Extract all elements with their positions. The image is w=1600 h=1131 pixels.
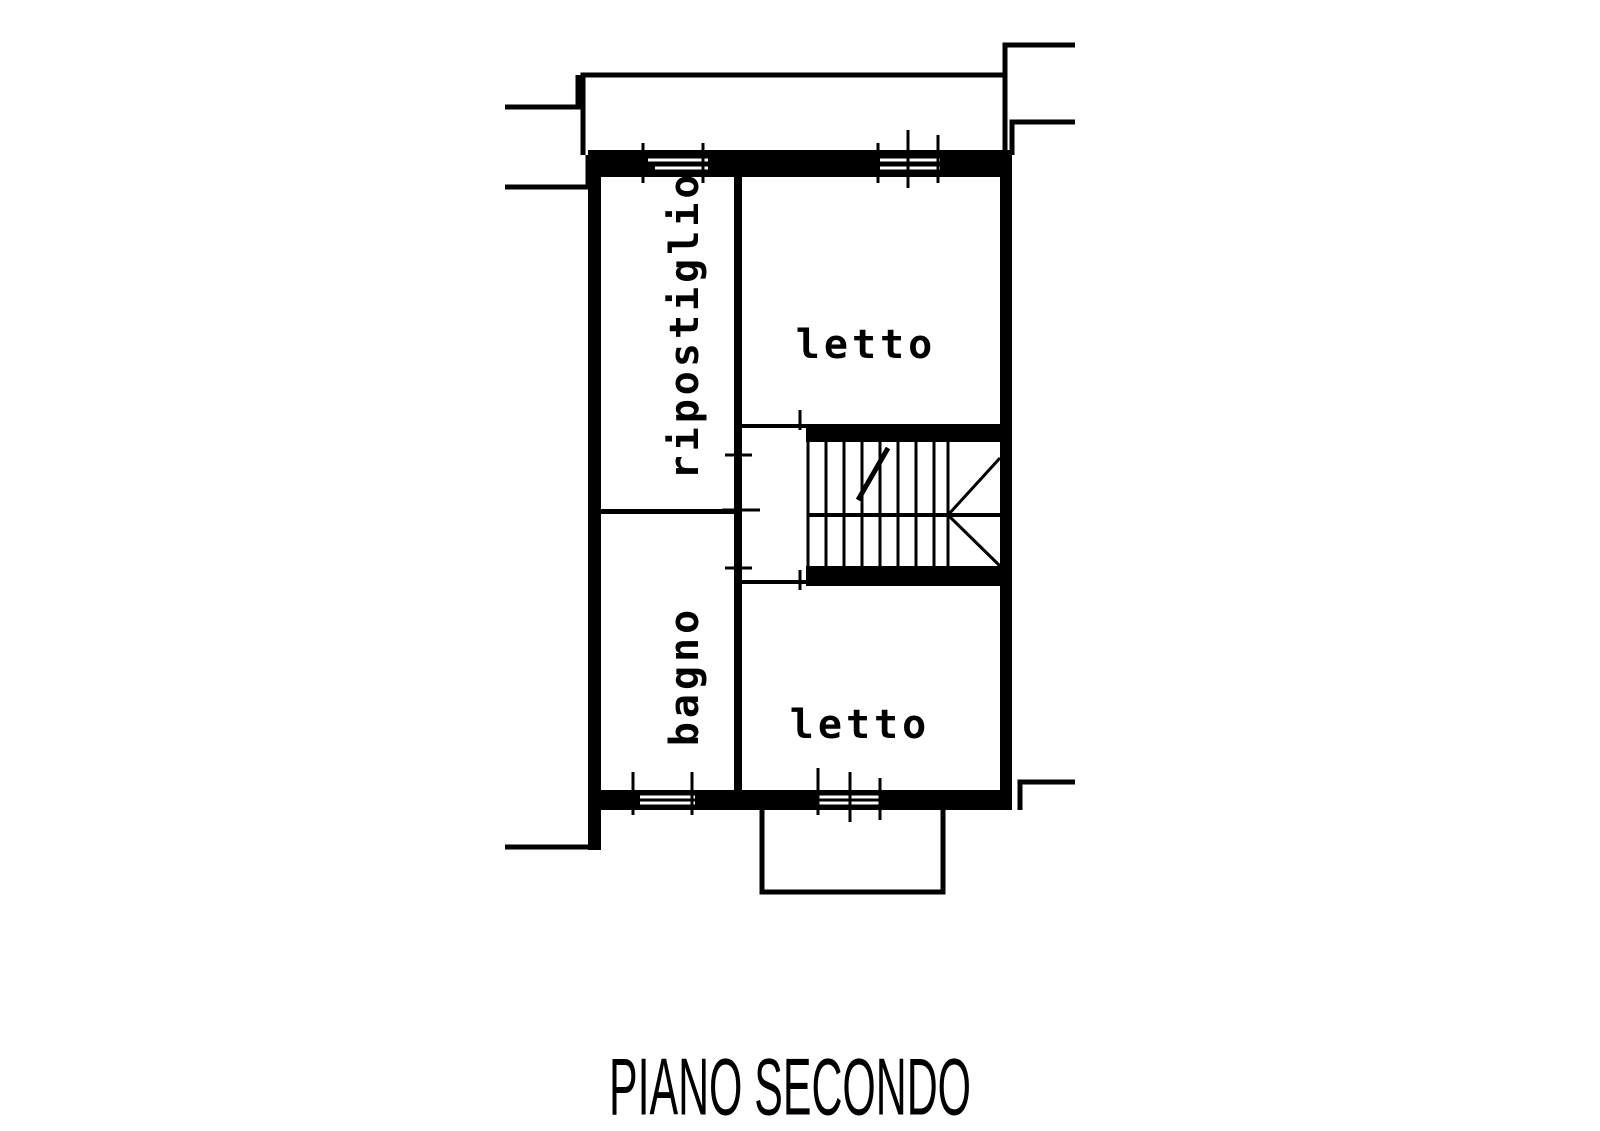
wall-left	[588, 150, 601, 850]
room-label-bagno: bagno	[662, 606, 708, 746]
window-ticks	[631, 130, 940, 822]
wall-divider	[600, 509, 735, 514]
room-label-letto-top: letto	[796, 322, 936, 368]
wall-right	[1000, 150, 1012, 810]
wall-top	[588, 150, 1012, 177]
staircase	[806, 442, 1002, 568]
wall-bottom	[588, 790, 1012, 810]
wall-stair-bottom	[806, 566, 1006, 586]
wall-interior	[734, 175, 742, 795]
plan-title: PIANO SECONDO	[609, 1043, 971, 1131]
stair-direction-arrow	[855, 446, 891, 502]
room-label-letto-bottom: letto	[790, 702, 930, 748]
balcony	[759, 810, 946, 895]
room-label-ripostiglio: ripostiglio	[662, 171, 708, 480]
wall-stair-top	[806, 424, 1006, 442]
terrace-outline	[505, 42, 1075, 850]
walls	[588, 150, 1012, 850]
